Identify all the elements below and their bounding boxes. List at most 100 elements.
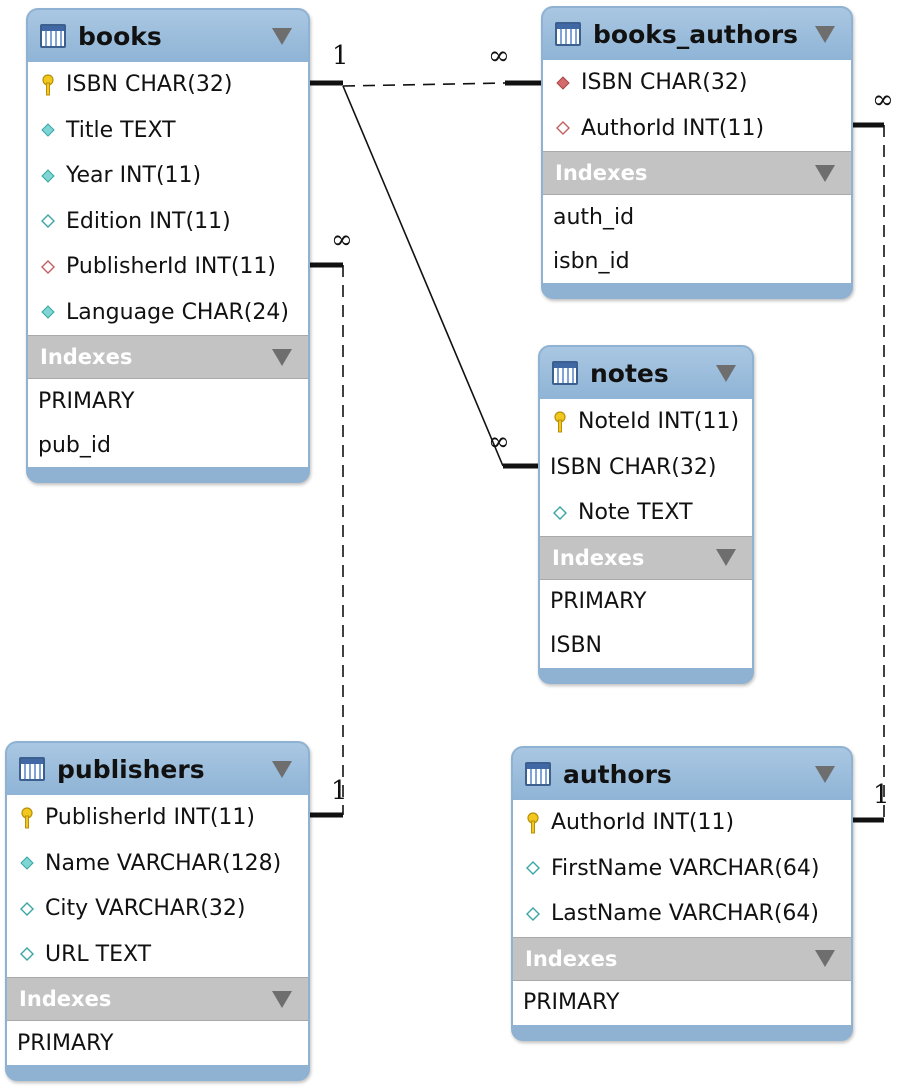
table-header[interactable]: publishers	[7, 743, 308, 795]
collapse-arrow-icon[interactable]	[716, 549, 736, 566]
collapse-arrow-icon[interactable]	[815, 950, 835, 967]
cardinality-label: 1	[331, 776, 348, 806]
indexes-header[interactable]: Indexes	[513, 936, 851, 981]
foreign-key-filled-diamond-icon	[553, 72, 573, 94]
cardinality-label: ∞	[331, 225, 353, 255]
column-label: Edition INT(11)	[66, 208, 231, 234]
hollow-diamond-icon	[523, 857, 543, 879]
column-label: Name VARCHAR(128)	[45, 850, 282, 876]
column-row[interactable]: Year INT(11)	[28, 153, 308, 199]
table-title: publishers	[57, 754, 205, 784]
table-header[interactable]: books	[28, 10, 308, 62]
column-label: ISBN CHAR(32)	[581, 70, 748, 96]
collapse-arrow-icon[interactable]	[815, 25, 835, 43]
column-label: URL TEXT	[45, 941, 152, 967]
table-footer	[513, 1024, 851, 1039]
column-row[interactable]: Title TEXT	[28, 108, 308, 154]
table-footer	[7, 1065, 308, 1079]
table-notes[interactable]: notes NoteId INT(11) ISBN CHAR(32) Note …	[538, 345, 754, 684]
filled-diamond-icon	[17, 852, 37, 874]
indexes-label: Indexes	[19, 987, 112, 1011]
column-row[interactable]: Name VARCHAR(128)	[7, 841, 308, 887]
index-row[interactable]: PRIMARY	[17, 1030, 114, 1056]
filled-diamond-icon	[38, 119, 58, 141]
collapse-arrow-icon[interactable]	[272, 348, 292, 366]
table-icon	[40, 24, 66, 48]
column-row[interactable]: NoteId INT(11)	[540, 399, 752, 445]
column-label: Note TEXT	[578, 500, 693, 526]
column-row[interactable]: Edition INT(11)	[28, 199, 308, 245]
column-row[interactable]: ISBN CHAR(32)	[543, 60, 851, 106]
indexes-header[interactable]: Indexes	[28, 335, 308, 379]
primary-key-icon	[523, 812, 543, 834]
filled-diamond-icon	[38, 165, 58, 187]
index-row[interactable]: PRIMARY	[523, 990, 620, 1015]
column-row[interactable]: ISBN CHAR(32)	[28, 62, 308, 108]
column-row[interactable]: PublisherId INT(11)	[28, 244, 308, 290]
column-row[interactable]: Language CHAR(24)	[28, 290, 308, 336]
cardinality-label: ∞	[872, 85, 894, 115]
table-title: authors	[563, 759, 672, 789]
column-row[interactable]: PublisherId INT(11)	[7, 795, 308, 841]
relation-books-notes: ∞	[342, 85, 540, 469]
indexes-label: Indexes	[525, 946, 618, 971]
column-row[interactable]: AuthorId INT(11)	[513, 800, 851, 846]
column-label: AuthorId INT(11)	[551, 810, 735, 836]
index-row[interactable]: PRIMARY	[38, 388, 135, 414]
table-icon	[555, 22, 581, 46]
hollow-diamond-icon	[550, 502, 570, 524]
column-label: LastName VARCHAR(64)	[551, 901, 820, 927]
indexes-label: Indexes	[40, 345, 133, 369]
table-title: notes	[590, 358, 669, 388]
cardinality-label: ∞	[488, 41, 510, 71]
column-row[interactable]: AuthorId INT(11)	[543, 106, 851, 152]
column-label: ISBN CHAR(32)	[66, 72, 233, 98]
collapse-arrow-icon[interactable]	[272, 760, 292, 778]
column-label: ISBN CHAR(32)	[550, 454, 717, 480]
relation-books-books-authors: 1 ∞	[308, 41, 541, 87]
column-label: AuthorId INT(11)	[581, 115, 765, 141]
index-row[interactable]: auth_id	[553, 204, 635, 230]
hollow-diamond-icon	[38, 210, 58, 232]
table-books-authors[interactable]: books_authors ISBN CHAR(32) AuthorId INT…	[541, 6, 853, 299]
column-row[interactable]: City VARCHAR(32)	[7, 886, 308, 932]
column-row[interactable]: URL TEXT	[7, 932, 308, 978]
collapse-arrow-icon[interactable]	[272, 990, 292, 1008]
hollow-diamond-icon	[523, 903, 543, 925]
foreign-key-diamond-icon	[38, 256, 58, 278]
table-header[interactable]: notes	[540, 347, 752, 399]
column-row[interactable]: Note TEXT	[540, 490, 752, 536]
primary-key-icon	[17, 807, 37, 829]
hollow-diamond-icon	[17, 898, 37, 920]
column-label: Language CHAR(24)	[66, 299, 289, 325]
column-row[interactable]: ISBN CHAR(32)	[540, 445, 752, 491]
collapse-arrow-icon[interactable]	[815, 164, 835, 182]
collapse-arrow-icon[interactable]	[716, 364, 736, 382]
column-row[interactable]: FirstName VARCHAR(64)	[513, 846, 851, 892]
index-row[interactable]: ISBN	[550, 633, 603, 658]
relation-books-publishers: ∞ 1	[308, 225, 353, 818]
index-row[interactable]: PRIMARY	[550, 589, 647, 614]
table-header[interactable]: authors	[513, 748, 851, 800]
relation-books-authors-authors: ∞ 1	[851, 85, 894, 823]
collapse-arrow-icon[interactable]	[815, 765, 835, 783]
table-publishers[interactable]: publishers PublisherId INT(11) Name VARC…	[5, 741, 310, 1081]
filled-diamond-icon	[38, 301, 58, 323]
column-label: Title TEXT	[66, 117, 176, 143]
cardinality-label: 1	[873, 780, 890, 810]
primary-key-icon	[38, 74, 58, 96]
column-row[interactable]: LastName VARCHAR(64)	[513, 891, 851, 937]
indexes-header[interactable]: Indexes	[540, 535, 752, 580]
indexes-header[interactable]: Indexes	[543, 151, 851, 195]
table-footer	[540, 667, 752, 682]
collapse-arrow-icon[interactable]	[272, 27, 292, 45]
table-header[interactable]: books_authors	[543, 8, 851, 60]
table-icon	[19, 757, 45, 781]
table-authors[interactable]: authors AuthorId INT(11) FirstName VARCH…	[511, 746, 853, 1041]
table-icon	[552, 361, 578, 385]
index-row[interactable]: isbn_id	[553, 248, 630, 274]
indexes-header[interactable]: Indexes	[7, 977, 308, 1021]
column-label: City VARCHAR(32)	[45, 896, 246, 922]
index-row[interactable]: pub_id	[38, 432, 111, 458]
table-books[interactable]: books ISBN CHAR(32) Title TEXT Year INT(…	[26, 8, 310, 483]
